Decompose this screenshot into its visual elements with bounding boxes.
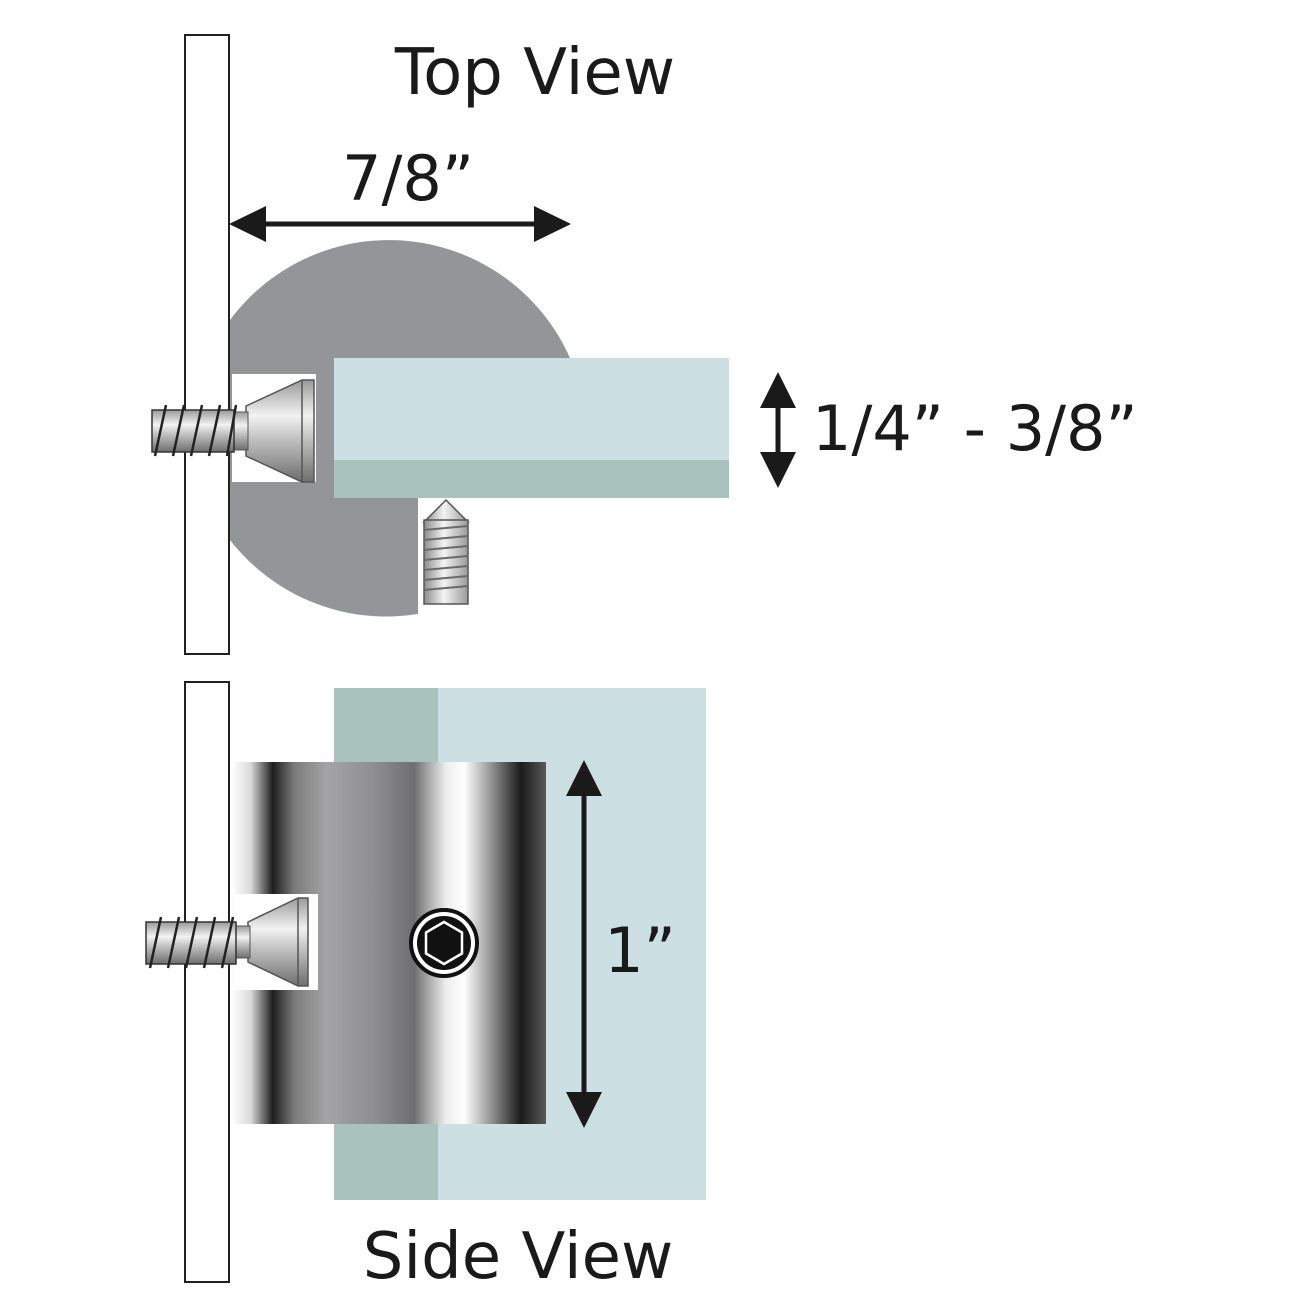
hex-socket-icon bbox=[409, 908, 479, 978]
top-view: Top View 7/8” bbox=[151, 34, 1138, 655]
countersunk-head-side bbox=[233, 894, 318, 990]
thickness-dimension-label: 1/4” - 3/8” bbox=[812, 392, 1138, 465]
glass-panel-top bbox=[334, 358, 729, 498]
width-dimension-arrow bbox=[229, 206, 571, 242]
wall-panel-side bbox=[184, 681, 230, 1283]
height-dimension-label: 1” bbox=[604, 914, 676, 987]
side-view: 1” Side View bbox=[145, 681, 706, 1294]
height-dimension-arrow bbox=[566, 760, 602, 1128]
wood-screw-side-icon bbox=[145, 916, 237, 969]
top-view-title: Top View bbox=[394, 36, 675, 110]
wall-panel-top bbox=[184, 34, 230, 655]
wood-screw-icon bbox=[151, 404, 238, 457]
side-view-title: Side View bbox=[363, 1220, 674, 1294]
thickness-dimension-arrow bbox=[760, 372, 796, 488]
width-dimension-label: 7/8” bbox=[342, 142, 474, 215]
set-screw-icon bbox=[422, 498, 470, 605]
